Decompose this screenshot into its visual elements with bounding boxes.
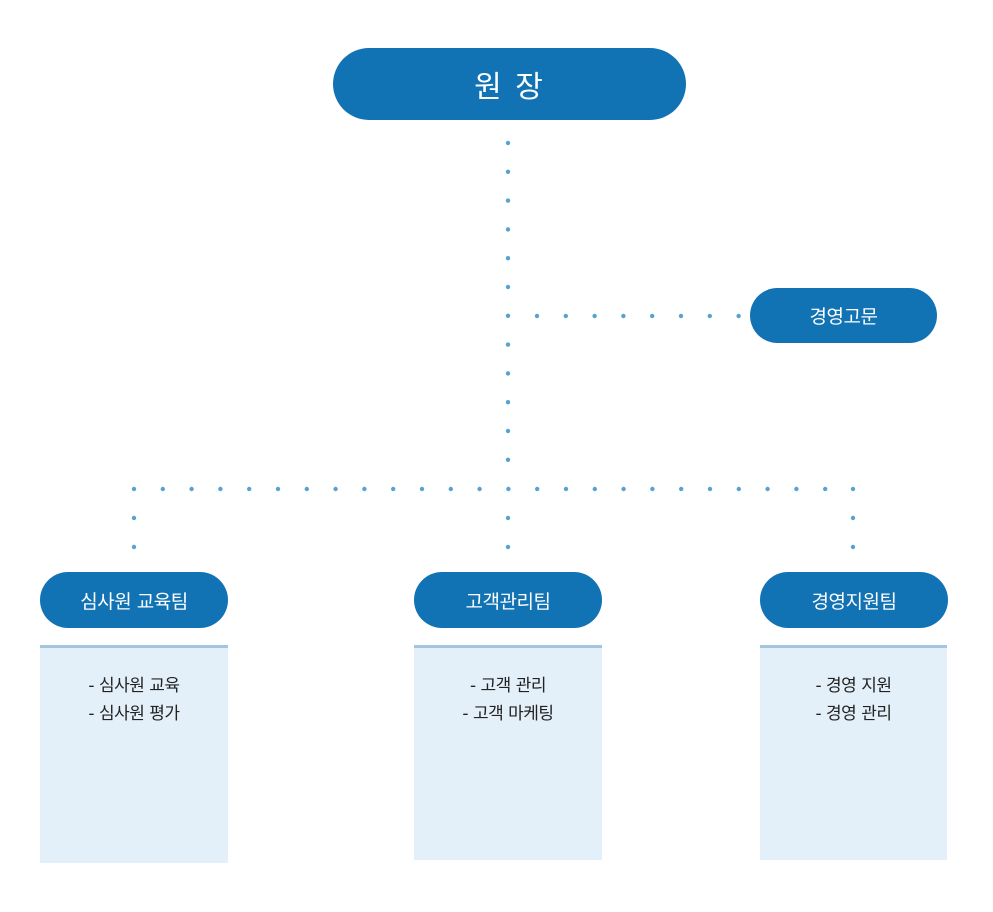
connector-dot-trunk bbox=[505, 198, 511, 203]
connector-dot-team-branch bbox=[218, 486, 223, 492]
connector-dot-trunk bbox=[505, 284, 511, 290]
connector-dot-team-branch bbox=[304, 486, 309, 492]
connector-dot-team-branch bbox=[419, 486, 425, 492]
connector-dot-advisor-branch bbox=[707, 313, 712, 319]
connector-dot-drop-team-3 bbox=[850, 515, 856, 521]
duty-item: - 고객 관리 bbox=[469, 676, 547, 696]
connector-dot-team-branch bbox=[333, 486, 338, 492]
connector-dot-team-branch bbox=[160, 486, 165, 492]
director-label: 원 장 bbox=[474, 70, 545, 105]
connector-dot-drop-team-2 bbox=[505, 515, 511, 521]
connector-dot-trunk bbox=[505, 256, 511, 261]
connector-dot-trunk bbox=[505, 342, 511, 347]
connector-dot-drop-team-3 bbox=[850, 544, 856, 550]
duty-item: - 경영 관리 bbox=[815, 704, 892, 724]
advisor-label: 경영고문 bbox=[809, 306, 878, 328]
connector-dot-trunk bbox=[505, 371, 511, 376]
team-label: 경영지원팀 bbox=[811, 590, 897, 613]
connector-dot-trunk bbox=[505, 457, 511, 462]
connector-dot-team-branch bbox=[621, 486, 626, 492]
connector-dot-team-branch bbox=[448, 486, 453, 492]
duty-item: - 심사원 평가 bbox=[88, 704, 180, 724]
connector-dot-team-branch bbox=[506, 486, 511, 492]
team-label: 심사원 교육팀 bbox=[80, 590, 188, 613]
connector-dot-advisor-branch bbox=[621, 313, 626, 319]
connector-dot-team-branch bbox=[850, 486, 856, 492]
connector-dot-team-branch bbox=[679, 486, 684, 492]
connector-dot-advisor-branch bbox=[736, 313, 741, 319]
connector-dot-drop-team-2 bbox=[505, 544, 511, 550]
team-label: 고객관리팀 bbox=[465, 590, 551, 613]
connector-dot-team-branch bbox=[189, 486, 194, 492]
connector-dot-advisor-branch bbox=[534, 313, 540, 319]
connector-dot-team-branch bbox=[592, 486, 597, 492]
advisor-box: 경영고문 bbox=[750, 288, 937, 343]
duty-item: - 경영 지원 bbox=[815, 676, 892, 696]
connector-dot-trunk bbox=[505, 227, 511, 232]
team-duties-panel-management-support: - 경영 지원 - 경영 관리 bbox=[760, 645, 947, 860]
connector-dot-team-branch bbox=[477, 486, 482, 492]
team-duties-panel-customer-management: - 고객 관리 - 고객 마케팅 bbox=[414, 645, 602, 860]
connector-dot-team-branch bbox=[650, 486, 655, 492]
connector-dot-advisor-branch bbox=[592, 313, 597, 319]
connector-dot-team-branch bbox=[275, 486, 281, 492]
connector-dot-advisor-branch bbox=[678, 313, 684, 319]
connector-dot-team-branch bbox=[794, 486, 799, 492]
connector-dot-advisor-branch bbox=[563, 313, 568, 319]
connector-dot-drop-team-1 bbox=[131, 544, 137, 550]
team-duties-panel-auditor-education: - 심사원 교육 - 심사원 평가 bbox=[40, 645, 228, 863]
connector-dot-trunk bbox=[505, 313, 511, 318]
connector-dot-team-branch bbox=[707, 486, 713, 492]
connector-dot-team-branch bbox=[131, 486, 137, 492]
dotted-connectors bbox=[131, 140, 856, 550]
connector-dot-trunk bbox=[505, 428, 511, 434]
connector-dot-team-branch bbox=[765, 486, 770, 492]
team-box-customer-management: 고객관리팀 bbox=[414, 572, 602, 628]
connector-dot-trunk bbox=[505, 169, 511, 174]
connector-dot-trunk bbox=[505, 140, 511, 146]
connector-dot-team-branch bbox=[535, 486, 540, 492]
connector-dot-team-branch bbox=[736, 486, 741, 492]
team-box-auditor-education: 심사원 교육팀 bbox=[40, 572, 228, 628]
connector-dot-team-branch bbox=[247, 486, 252, 492]
connector-dot-team-branch bbox=[563, 486, 569, 492]
duty-item: - 심사원 교육 bbox=[88, 676, 180, 696]
connector-dot-team-branch bbox=[391, 486, 396, 492]
team-box-management-support: 경영지원팀 bbox=[760, 572, 948, 628]
connector-dot-trunk bbox=[505, 400, 511, 405]
connector-dot-drop-team-1 bbox=[131, 515, 137, 521]
connector-dot-team-branch bbox=[823, 486, 828, 492]
connector-dot-advisor-branch bbox=[650, 313, 655, 319]
connector-dot-team-branch bbox=[362, 486, 367, 492]
duty-item: - 고객 마케팅 bbox=[462, 704, 554, 724]
director-box: 원 장 bbox=[333, 48, 686, 120]
